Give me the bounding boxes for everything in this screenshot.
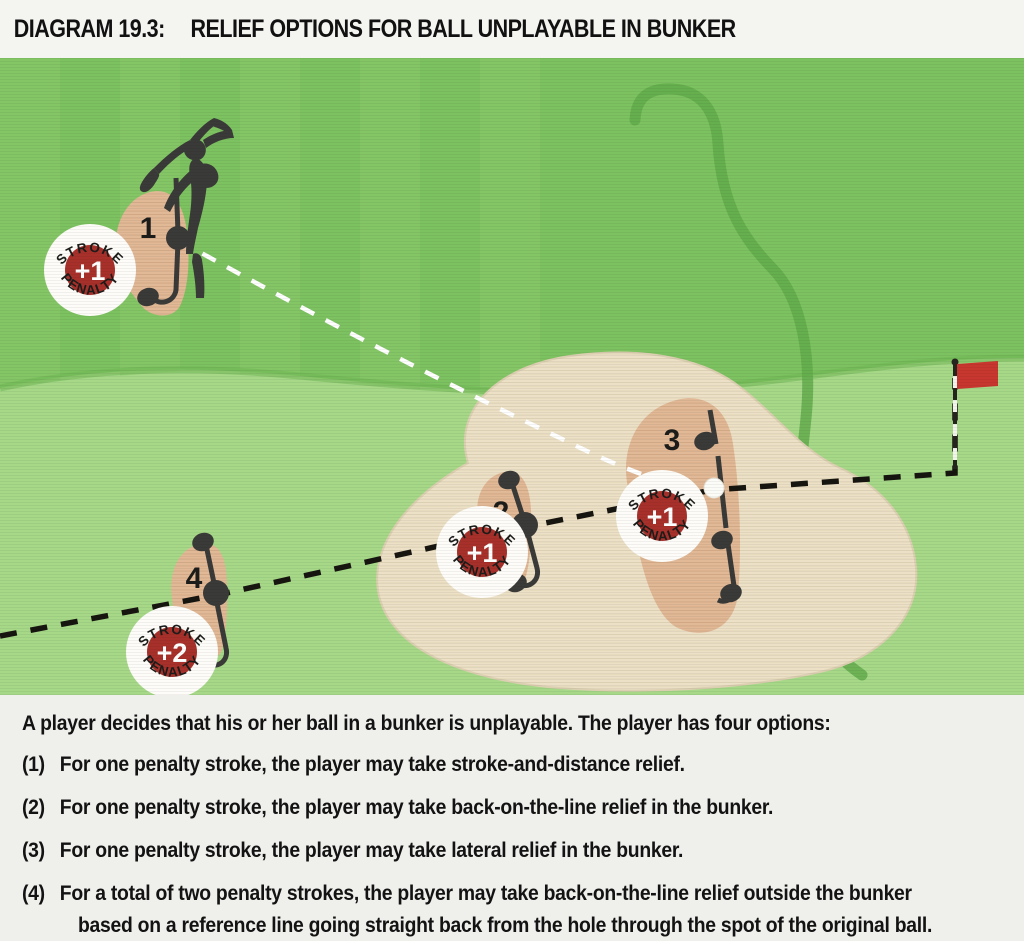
penalty-badge-3: STROKE PENALTY +1	[614, 468, 710, 564]
option-text-4: For a total of two penalty strokes, the …	[59, 881, 912, 905]
caption-intro-bold: four options	[714, 711, 825, 735]
relief-option-3: 3	[664, 409, 742, 604]
option-number-3: (3)	[22, 838, 45, 862]
diagram-header: DIAGRAM 19.3: RELIEF OPTIONS FOR BALL UNP…	[0, 0, 1024, 58]
relief-label-1: 1	[140, 212, 157, 245]
ball-marker-4	[203, 580, 229, 606]
mowing-stripes	[0, 58, 540, 397]
penalty-badge-4: STROKE PENALTY +2	[124, 604, 220, 695]
badge-value: +2	[157, 638, 188, 668]
option-number-2: (2)	[22, 795, 45, 819]
golf-hole-illustration: 1 2 3	[0, 58, 1024, 695]
relief-label-4: 4	[186, 562, 203, 595]
option-text-2: For one penalty stroke, the player may t…	[59, 795, 774, 819]
caption-block: A player decides that his or her ball in…	[0, 695, 1024, 941]
diagram-title: RELIEF OPTIONS FOR BALL UNPLAYABLE IN BU…	[190, 14, 737, 43]
option-text-1: For one penalty stroke, the player may t…	[59, 752, 685, 776]
golfer-silhouette	[139, 118, 234, 298]
badge-value: +1	[467, 538, 498, 568]
relief-option-1: 1	[137, 177, 190, 307]
caption-option-3: (3) For one penalty stroke, the player ma…	[22, 838, 683, 863]
badge-value: +1	[75, 256, 106, 286]
hole-flagstick	[951, 358, 998, 469]
penalty-badge-2: STROKE PENALTY +1	[434, 504, 530, 600]
flag-finial	[951, 358, 959, 366]
caption-option-4: (4) For a total of two penalty strokes, t…	[22, 881, 912, 906]
caption-option-1: (1) For one penalty stroke, the player ma…	[22, 752, 685, 777]
caption-option-4-continued: based on a reference line going straight…	[78, 913, 933, 937]
flag-cloth	[957, 361, 998, 389]
ball-marker-1	[166, 226, 190, 250]
option-number-4: (4)	[22, 881, 45, 905]
reference-line-to-hole	[0, 378, 958, 639]
badge-value: +1	[647, 502, 678, 532]
diagram-number: DIAGRAM 19.3:	[13, 14, 165, 43]
caption-option-2: (2) For one penalty stroke, the player ma…	[22, 795, 773, 820]
stroke-and-distance-line	[176, 238, 701, 493]
relief-label-3: 3	[664, 424, 681, 457]
caption-intro-a: A player decides that his or her ball in…	[22, 711, 715, 735]
header-text: DIAGRAM 19.3: RELIEF OPTIONS FOR BALL UNP…	[0, 15, 736, 44]
penalty-badge-1: STROKE PENALTY +1	[42, 222, 138, 318]
option-text-3: For one penalty stroke, the player may t…	[59, 838, 684, 862]
caption-intro: A player decides that his or her ball in…	[22, 711, 831, 736]
caption-intro-b: :	[824, 711, 831, 735]
option-number-1: (1)	[22, 752, 45, 776]
original-ball	[703, 477, 725, 499]
